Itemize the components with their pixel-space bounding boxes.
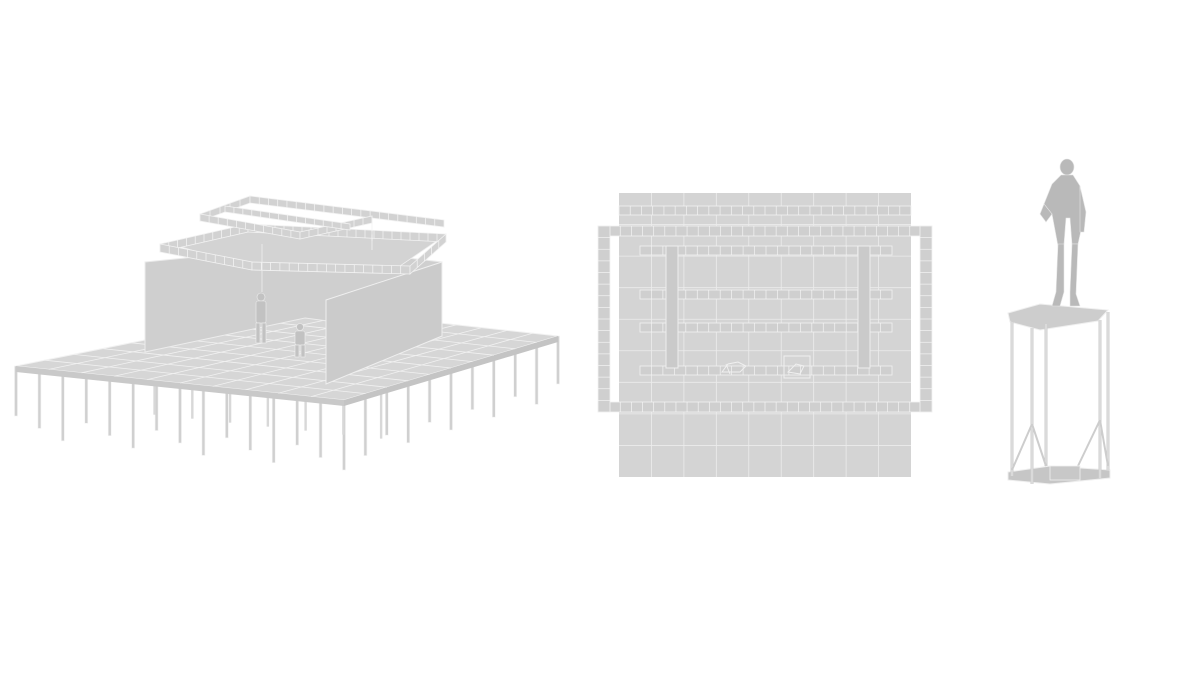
stage-leg <box>61 370 65 442</box>
overhead-truss <box>159 195 447 292</box>
stage-leg <box>534 342 539 405</box>
statue-figure <box>1039 158 1087 307</box>
plan-wall-left <box>665 245 679 369</box>
stage-leg <box>491 354 496 418</box>
plan-wall-right <box>857 245 871 369</box>
side-wall <box>325 261 443 385</box>
pedestal-brace <box>1099 419 1109 467</box>
stage-leg <box>266 371 270 427</box>
pedestal-base-box <box>1049 465 1081 481</box>
plan-figure-right <box>783 355 811 379</box>
stage-leg <box>201 385 206 456</box>
deck-grid-line <box>311 332 533 397</box>
pedestal-frame <box>1010 312 1110 484</box>
stage-leg <box>318 397 323 458</box>
truss-beam <box>409 233 447 275</box>
stage-leg <box>248 389 253 451</box>
pedestal-figure-view <box>1007 158 1111 485</box>
stage-leg <box>304 375 307 431</box>
stage-leg <box>178 382 182 444</box>
stage-leg <box>84 372 89 424</box>
isometric-stage-view <box>14 195 560 471</box>
deck-grid-line <box>278 330 508 394</box>
stage-leg <box>449 367 453 431</box>
plan-figure-left <box>721 361 747 375</box>
stage-leg <box>191 363 194 419</box>
stage-deck-edge-right <box>344 336 558 406</box>
human-figure-standing <box>255 292 267 344</box>
human-figure-seated <box>294 323 306 358</box>
stage-leg <box>470 361 475 410</box>
stage-leg <box>131 377 135 449</box>
stage-leg <box>295 394 299 446</box>
pedestal-brace <box>1011 423 1033 471</box>
stage-leg <box>406 380 411 444</box>
stage-leg <box>363 393 368 456</box>
top-plan-view <box>597 193 933 477</box>
pedestal-top <box>1007 303 1110 331</box>
stage-deck-edge-left <box>16 366 344 406</box>
stage-leg <box>37 368 42 429</box>
stage-leg <box>384 386 389 436</box>
stage-leg <box>14 365 18 417</box>
pedestal-brace <box>1031 423 1047 467</box>
stage-leg <box>153 359 156 415</box>
stage-leg <box>513 348 518 398</box>
stage-leg <box>225 387 229 439</box>
stage-leg <box>228 367 232 423</box>
stage-leg <box>271 392 276 464</box>
stage-leg <box>107 375 112 437</box>
plan-truss <box>597 205 933 413</box>
stage-leg <box>427 374 432 423</box>
stage-leg <box>342 379 345 435</box>
stage-leg <box>556 335 560 385</box>
pedestal-brace <box>1077 419 1101 467</box>
stage-leg <box>379 383 383 439</box>
